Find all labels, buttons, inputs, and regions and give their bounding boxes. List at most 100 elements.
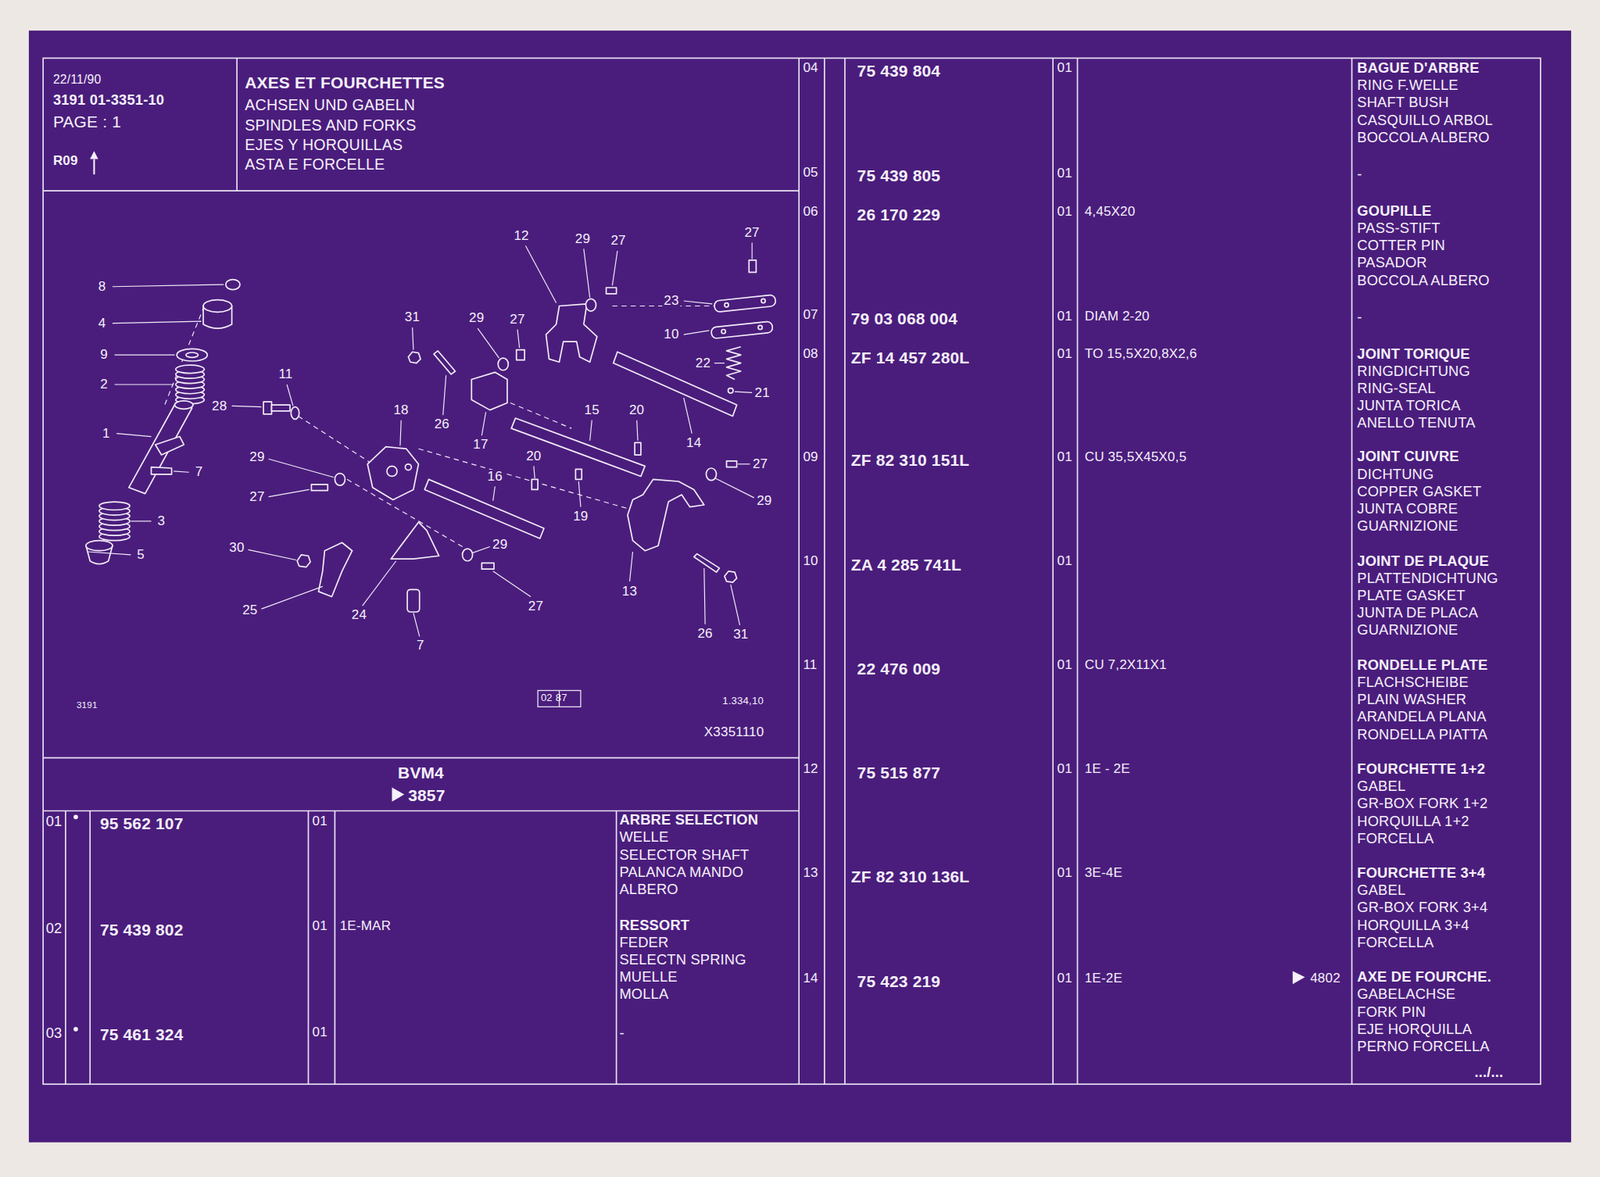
table-text: 75 423 219 [857, 973, 942, 991]
table-text: MOLLA [619, 986, 669, 1002]
table-text: ZF 82 310 136L [851, 868, 970, 886]
table-text: GABELACHSE [1356, 986, 1456, 1002]
table-text: JOINT CUIVRE [1356, 448, 1459, 464]
table-text: BOCCOLA ALBERO [1356, 129, 1490, 145]
callout-number: 20 [524, 449, 543, 464]
table-text: 12 [802, 762, 818, 777]
table-text: JOINT DE PLAQUE [1356, 553, 1490, 569]
table-text: .../... [1474, 1064, 1504, 1080]
table-text: ALBERO [619, 881, 678, 897]
table-text: FORCELLA [1356, 830, 1434, 846]
table-text: 01 [312, 919, 328, 934]
header-text: 22/11/90 [53, 73, 102, 86]
table-text: TO 15,5X20,8X2,6 [1084, 347, 1198, 362]
table-text: RINGDICHTUNG [1356, 363, 1471, 379]
table-text: AXE DE FOURCHE. [1356, 969, 1492, 985]
callout-number: 24 [350, 608, 369, 623]
drawing-note: BVM4 [397, 764, 444, 782]
callout-number: 1 [100, 426, 112, 441]
callout-number: 17 [471, 437, 490, 452]
table-text: GR-BOX FORK 1+2 [1356, 795, 1488, 811]
table-text: RING F.WELLE [1356, 77, 1458, 93]
table-text: 75 461 324 [100, 1026, 184, 1044]
callout-number: 4 [96, 316, 108, 331]
table-text: PLATTENDICHTUNG [1356, 570, 1498, 586]
table-text: 1E-2E [1084, 971, 1123, 986]
table-text: 01 [1057, 866, 1073, 881]
table-text: GOUPILLE [1356, 203, 1432, 219]
table-text: ZF 82 310 151L [851, 451, 970, 469]
table-text: 02 [46, 920, 63, 936]
drawing-note: 1.334,10 [722, 695, 764, 707]
callout-number: 11 [276, 367, 294, 382]
callout-number: 7 [415, 638, 426, 653]
table-text: - [1356, 166, 1362, 182]
header-text: SPINDLES AND FORKS [244, 117, 416, 134]
symbols [73, 150, 1305, 1031]
table-text: 01 [1057, 450, 1073, 465]
header-text: R09 [53, 153, 79, 169]
table-text: 01 [1057, 347, 1073, 362]
callout-number: 13 [620, 584, 639, 599]
table-text: - [619, 1025, 624, 1041]
table-text: HORQUILLA 3+4 [1356, 917, 1469, 933]
table-text: WELLE [619, 829, 669, 845]
table-text: 06 [802, 204, 818, 219]
table-text: 75 439 804 [857, 62, 942, 80]
table-text: EJE HORQUILLA [1356, 1021, 1472, 1037]
table-text: 04 [802, 60, 818, 76]
callout-number: 29 [467, 311, 486, 326]
microfiche-panel [28, 30, 1572, 1142]
table-text: 26 170 229 [857, 206, 942, 224]
table-text: CU 35,5X45X0,5 [1084, 450, 1187, 465]
callout-number: 27 [247, 490, 266, 505]
table-text: 75 439 805 [857, 167, 942, 185]
callout-number: 8 [96, 279, 108, 294]
table-text: 01 [312, 814, 328, 829]
table-text: BOCCOLA ALBERO [1356, 272, 1490, 288]
table-text: 10 [802, 554, 818, 569]
table-text: - [1356, 309, 1362, 325]
table-text: CASQUILLO ARBOL [1356, 112, 1493, 128]
table-text: SELECTOR SHAFT [619, 847, 749, 863]
header-text: ACHSEN UND GABELN [244, 96, 416, 114]
table-text: 01 [1057, 971, 1073, 986]
table-text: 05 [802, 165, 818, 180]
table-text: 01 [46, 813, 63, 829]
table-text: 01 [1057, 762, 1073, 777]
table-text: 01 [312, 1025, 328, 1040]
callout-number: 28 [210, 399, 229, 414]
callout-number: 26 [433, 417, 452, 432]
table-text: ARBRE SELECTION [619, 812, 759, 827]
table-text: MUELLE [619, 969, 677, 985]
callout-number: 29 [247, 450, 266, 465]
drawing-note: 3857 [408, 787, 445, 805]
callout-number: 15 [583, 403, 602, 418]
table-text: GUARNIZIONE [1356, 518, 1458, 534]
table-text: 08 [802, 347, 818, 362]
table-text: 14 [802, 971, 818, 986]
table-text: 22 476 009 [857, 660, 942, 678]
callout-number: 14 [684, 436, 703, 451]
callout-number: 27 [608, 233, 627, 248]
header-text: ASTA E FORCELLE [244, 156, 385, 173]
table-text: FOURCHETTE 1+2 [1356, 761, 1486, 777]
table-text: 13 [802, 866, 818, 881]
callout-number: 16 [486, 469, 505, 484]
table-text: SELECTN SPRING [619, 952, 746, 967]
table-text: 4802 [1310, 971, 1341, 986]
table-text: 01 [1057, 658, 1073, 673]
callout-number: 30 [227, 540, 246, 555]
table-text: 79 03 068 004 [851, 310, 958, 328]
table-text: 1E-MAR [340, 919, 391, 934]
table-text: 75 515 877 [857, 764, 942, 782]
table-text: RONDELLA PIATTA [1356, 726, 1488, 742]
callout-number: 7 [193, 465, 205, 480]
table-text: GUARNIZIONE [1356, 622, 1458, 638]
table-text: RESSORT [619, 917, 690, 933]
table-text: BAGUE D'ARBRE [1356, 60, 1479, 76]
table-text: 95 562 107 [100, 815, 184, 833]
callout-number: 5 [135, 547, 147, 562]
table-text: PASADOR [1356, 254, 1427, 270]
callout-number: 29 [755, 493, 774, 509]
